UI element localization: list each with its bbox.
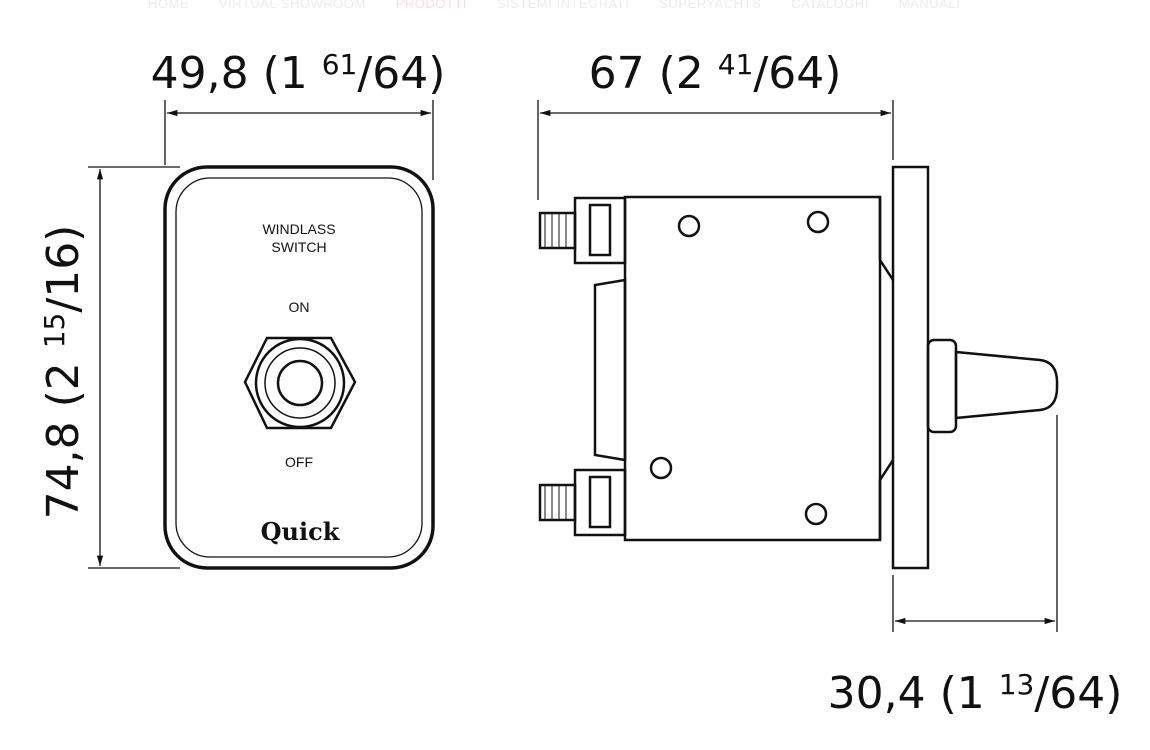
nav-cataloghi[interactable]: CATALOGHI xyxy=(791,0,869,11)
nav-sistemi-integrati[interactable]: SISTEMI INTEGRATI xyxy=(496,0,630,11)
nav-home[interactable]: HOME xyxy=(148,0,189,11)
on-label: ON xyxy=(289,299,310,315)
nav-virtual-showroom[interactable]: VIRTUAL SHOWROOM xyxy=(219,0,366,11)
nav-manuali[interactable]: MANUALI xyxy=(898,0,961,11)
nav-prodotti[interactable]: PRODOTTI xyxy=(395,0,467,11)
toggle-dimension-text: 30,4 (1 13/64) xyxy=(828,668,1123,719)
depth-dimension-text: 67 (2 41/64) xyxy=(589,48,842,99)
width-dimension-text: 49,8 (1 61/64) xyxy=(151,48,446,99)
off-label: OFF xyxy=(285,454,313,470)
thread-lines xyxy=(544,213,567,520)
front-plate xyxy=(163,165,435,570)
plate-title-2: SWITCH xyxy=(271,239,326,255)
top-nav: HOME VIRTUAL SHOWROOM PRODOTTI SISTEMI I… xyxy=(148,0,960,11)
side-view xyxy=(538,165,1059,570)
height-dimension-text: 74,8 (2 15/16) xyxy=(38,225,89,520)
nav-superyachts[interactable]: SUPERYACHTS xyxy=(659,0,762,11)
quick-logo: Quick xyxy=(261,517,341,546)
plate-title-1: WINDLASS xyxy=(262,221,335,237)
